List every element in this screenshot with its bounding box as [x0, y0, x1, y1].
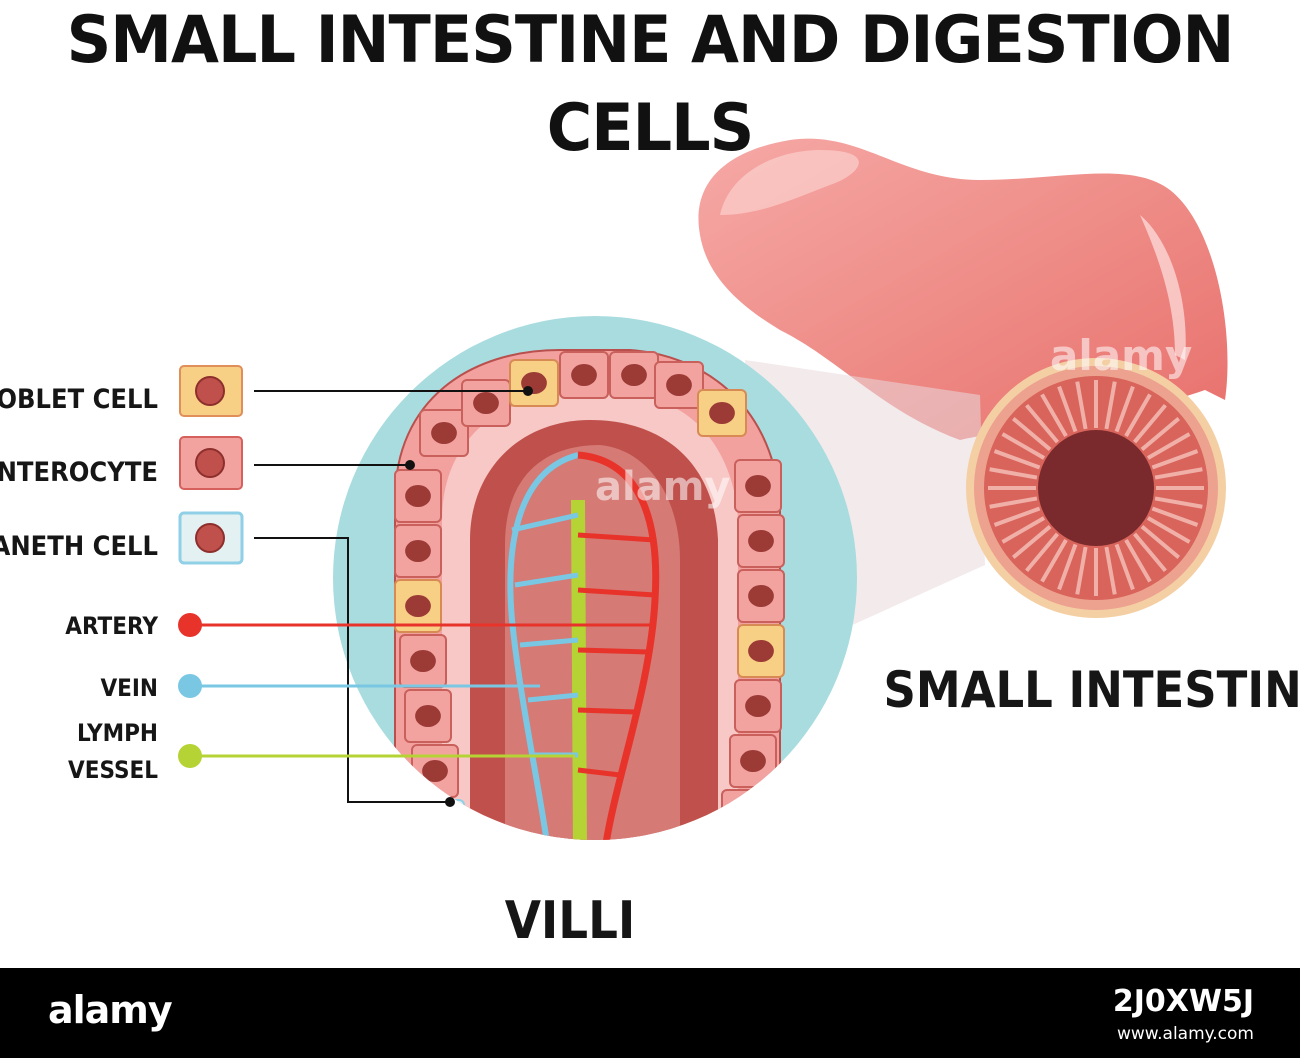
epithelial-cell	[419, 409, 469, 457]
fold-line	[1057, 543, 1078, 591]
epithelial-cell	[734, 679, 782, 733]
tube-highlight	[720, 150, 859, 215]
fold-line	[1001, 516, 1046, 544]
artery-vessel	[577, 451, 660, 840]
watermarks: alamy	[1050, 331, 1192, 380]
epithelial-cell	[394, 524, 442, 578]
epithelial-cell	[559, 351, 609, 399]
label-vessel: VESSEL	[68, 756, 158, 784]
epithelial-cell	[737, 624, 785, 678]
fold-line	[1011, 525, 1052, 559]
epithelial-cell	[734, 459, 782, 513]
paneth-cell-swatch	[178, 511, 244, 565]
fold-line	[993, 506, 1041, 527]
fold-line	[1146, 516, 1191, 544]
fold-line	[1154, 496, 1203, 509]
villi-lens: alamy	[333, 316, 857, 840]
label-villi: VILLI	[505, 891, 636, 951]
fold-line	[1104, 546, 1117, 595]
enterocyte-swatch	[179, 436, 243, 490]
label-vein: VEIN	[100, 674, 158, 702]
epithelial-cell	[509, 359, 559, 407]
epithelial-cell	[737, 514, 785, 568]
epithelial-cell	[417, 799, 465, 840]
vein-dot	[178, 674, 540, 698]
cross-section-folds	[988, 380, 1204, 596]
fold-line	[1075, 546, 1088, 595]
lumen	[1038, 430, 1154, 546]
fold-line	[1001, 432, 1046, 460]
fold-line	[1075, 381, 1088, 430]
label-goblet-cell: GOBLET CELL	[0, 384, 158, 415]
fold-line	[1133, 403, 1167, 444]
label-lymph: LYMPH	[77, 719, 158, 747]
epithelial-cell	[411, 744, 459, 798]
svg-text:alamy: alamy	[595, 464, 730, 510]
lymph-dot	[178, 744, 575, 768]
page-title: SMALL INTESTINE AND DIGESTION CELLS	[66, 1, 1235, 166]
footer-bar: alamy 2J0XW5J www.alamy.com	[0, 968, 1300, 1058]
paneth-leader	[254, 537, 450, 803]
epithelial-cell	[729, 734, 777, 788]
label-enterocyte: ENTEROCYTE	[0, 457, 158, 488]
fold-line	[989, 467, 1038, 480]
fold-line	[1011, 417, 1052, 451]
goblet-cell-swatch	[179, 365, 243, 417]
fold-line	[1114, 543, 1135, 591]
fold-line	[989, 496, 1038, 509]
footer-image-id: 2J0XW5J	[1112, 984, 1254, 1019]
epithelial-cell	[394, 579, 442, 633]
fold-line	[1040, 393, 1068, 438]
label-small-intestine: SMALL INTESTINE	[884, 661, 1300, 719]
lymph-vessel	[571, 499, 587, 840]
artery-dot	[178, 613, 650, 637]
fold-line	[1124, 538, 1152, 583]
epithelial-cell	[697, 389, 747, 437]
fold-line	[1154, 467, 1203, 480]
fold-line	[1146, 432, 1191, 460]
fold-line	[1140, 525, 1181, 559]
fold-line	[1114, 385, 1135, 433]
fold-line	[1151, 506, 1199, 527]
label-paneth-cell: PANETH CELL	[0, 531, 158, 562]
epithelial-cell	[461, 379, 511, 427]
fold-line	[1040, 538, 1068, 583]
epithelial-cell	[721, 789, 769, 840]
epithelial-cell	[654, 361, 704, 409]
epithelial-cell	[737, 569, 785, 623]
intestine-diagram: alamy GOBLET CELL ENTEROCYTE PANETH CEL	[0, 138, 1300, 951]
label-artery: ARTERY	[65, 612, 158, 640]
fold-line	[1124, 393, 1152, 438]
fold-line	[1133, 532, 1167, 573]
fold-line	[1140, 417, 1181, 451]
artery-branches	[577, 532, 656, 778]
fold-line	[993, 449, 1041, 470]
epithelial-cell	[404, 689, 452, 743]
svg-text:alamy: alamy	[1050, 331, 1192, 380]
lens-watermark: alamy	[595, 464, 730, 510]
fold-line	[1057, 385, 1078, 433]
fold-line	[1025, 403, 1059, 444]
leader-lines	[254, 390, 528, 803]
fold-line	[1151, 449, 1199, 470]
footer-brand: alamy	[48, 988, 173, 1032]
vein-vessel	[507, 452, 579, 840]
footer-url: www.alamy.com	[1116, 1024, 1254, 1044]
fold-line	[1025, 532, 1059, 573]
tube-highlight-2	[1140, 215, 1186, 360]
fold-line	[1104, 381, 1117, 430]
epithelial-cell	[609, 351, 659, 399]
epithelial-cell	[399, 634, 447, 688]
epithelial-cell	[394, 469, 442, 523]
